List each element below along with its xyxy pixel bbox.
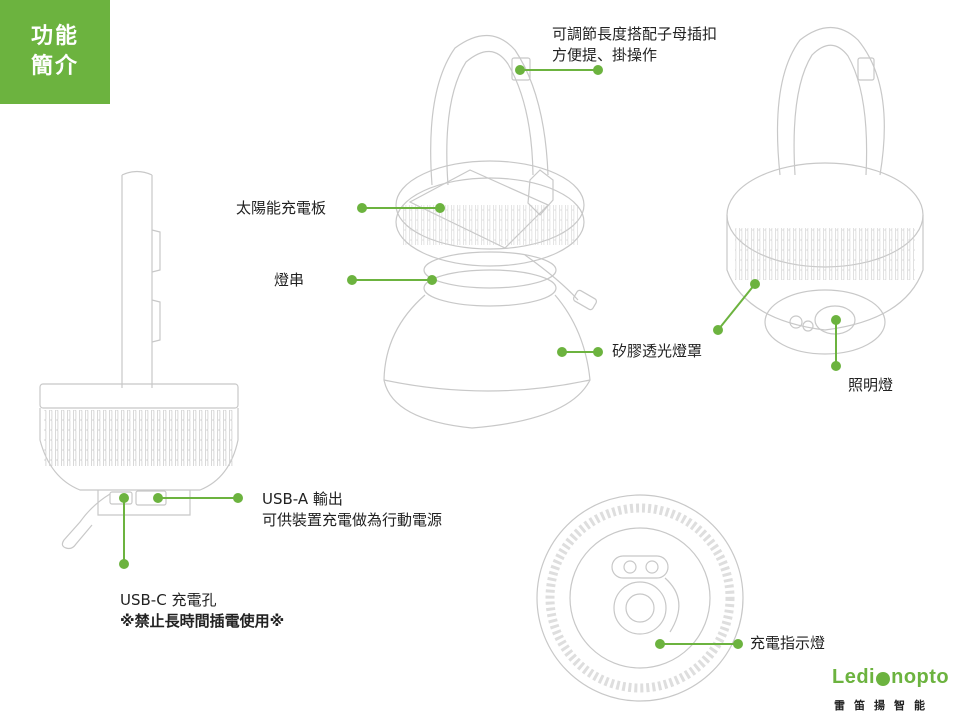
strap-label-line2: 方便提、掛操作 <box>552 46 658 64</box>
usb-c-label-line1: USB-C 充電孔 <box>120 591 217 609</box>
section-tag: 功能 簡介 <box>0 0 110 104</box>
callout-usb-a <box>153 493 243 503</box>
lamp-label: 照明燈 <box>848 376 894 394</box>
lamp-top-illustration <box>726 27 924 355</box>
callout-solar <box>357 203 445 213</box>
brand-leaf-icon <box>876 671 891 686</box>
base-illustration <box>536 494 744 702</box>
usb-c-label: USB-C 充電孔 ※禁止長時間插電使用※ <box>120 590 284 632</box>
usb-a-label-line1: USB-A 輸出 <box>262 490 343 508</box>
callout-shade-right <box>713 279 760 335</box>
strap-label: 可調節長度搭配子母插扣 方便提、掛操作 <box>552 24 717 66</box>
brand-logo: Ledi nopto 雷笛揚智能 <box>832 666 950 713</box>
section-tag-line2: 簡介 <box>30 54 79 79</box>
shade-label: 矽膠透光燈罩 <box>612 342 703 360</box>
callout-lamp <box>831 315 841 371</box>
side-view-illustration <box>39 170 239 550</box>
section-tag-line1: 功能 <box>30 24 79 49</box>
brand-name-right: nopto <box>891 666 950 688</box>
callout-indicator <box>655 639 743 649</box>
strap-label-line1: 可調節長度搭配子母插扣 <box>552 25 718 43</box>
solar-panel-label: 太陽能充電板 <box>236 199 327 217</box>
callout-strap <box>515 65 603 75</box>
callout-shade <box>557 347 603 357</box>
usb-a-label: USB-A 輸出 可供裝置充電做為行動電源 <box>262 489 442 531</box>
brand-subtitle: 雷笛揚智能 <box>834 699 934 712</box>
string-light-label: 燈串 <box>274 271 305 289</box>
usb-a-label-line2: 可供裝置充電做為行動電源 <box>262 511 443 529</box>
brand-name-left: Ledi <box>832 666 876 688</box>
brand-wordmark: Ledi nopto <box>832 666 950 689</box>
usb-c-warning: ※禁止長時間插電使用※ <box>120 612 285 630</box>
indicator-label: 充電指示燈 <box>750 634 826 652</box>
callout-string <box>347 275 437 285</box>
callout-lines <box>119 65 841 649</box>
lantern-illustration <box>383 34 598 429</box>
callout-usb-c <box>119 493 129 569</box>
